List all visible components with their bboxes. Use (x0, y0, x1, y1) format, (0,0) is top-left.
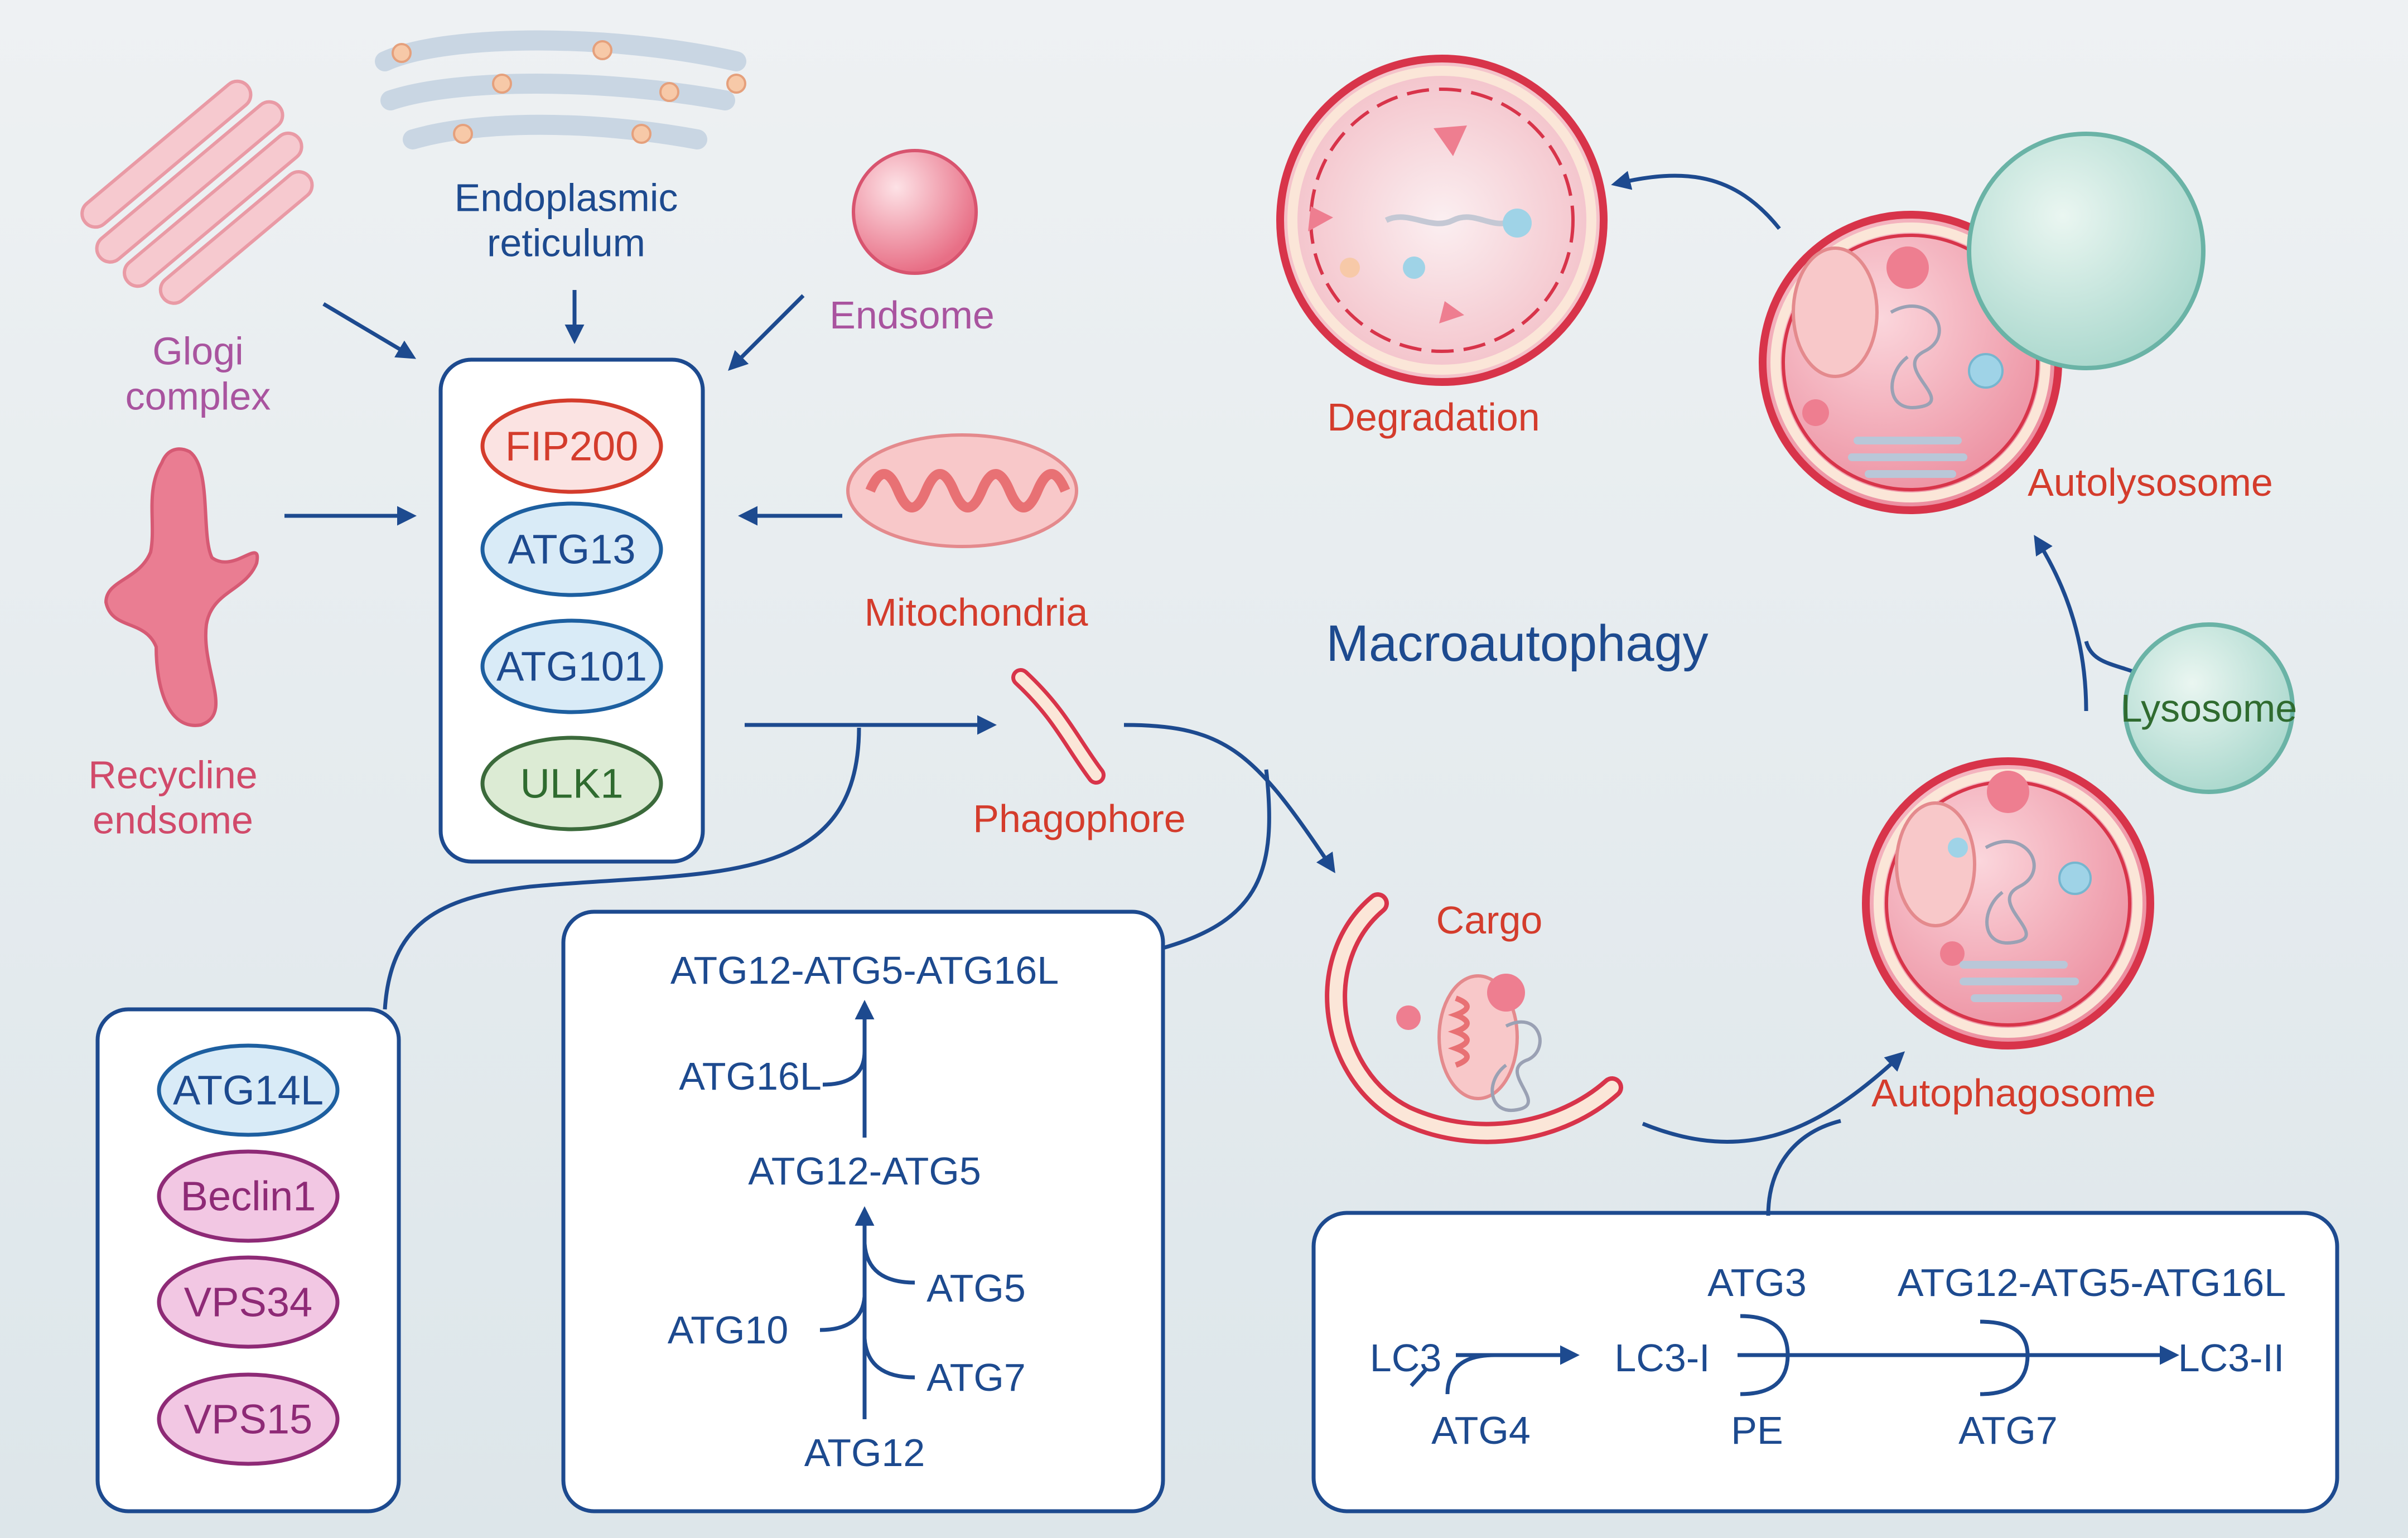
pe-label: PE (1731, 1408, 1783, 1452)
phagophore-label: Phagophore (973, 796, 1186, 840)
atg13-label: ATG13 (508, 526, 636, 573)
autolysosome-label: Autolysosome (2028, 460, 2273, 504)
degradation-label: Degradation (1327, 395, 1540, 439)
atg101-pill (480, 618, 663, 714)
endosome-icon (852, 149, 978, 275)
er-label: Endoplasmic reticulum (454, 176, 678, 265)
lc3-label: LC3 (1369, 1336, 1442, 1380)
conj-atg5-label: ATG5 (926, 1266, 1026, 1310)
recycling-endosome-label: Recycline endsome (88, 753, 258, 842)
golgi-icon (80, 79, 314, 305)
vps34-pill (157, 1255, 340, 1349)
lc3-atg7-label: ATG7 (1958, 1408, 2058, 1452)
ulk1-label: ULK1 (520, 760, 624, 807)
fip200-pill (480, 398, 663, 494)
fip200-label: FIP200 (505, 423, 639, 470)
lc3-complex-label: ATG12-ATG5-ATG16L (1897, 1260, 2286, 1304)
conj-mid-label: ATG12-ATG5 (748, 1149, 981, 1193)
autophagosome-icon (1862, 757, 2154, 1049)
conj-atg10-label: ATG10 (667, 1308, 789, 1352)
vps34-label: VPS34 (184, 1279, 313, 1326)
atg14l-label: ATG14L (172, 1067, 324, 1114)
conj-atg16l-label: ATG16L (679, 1054, 822, 1098)
conj-top-label: ATG12-ATG5-ATG16L (670, 948, 1059, 992)
diagram-title: Macroautophagy (1326, 615, 1709, 673)
ulk1-pill (480, 736, 663, 831)
endosome-label: Endsome (829, 293, 995, 337)
atg3-label: ATG3 (1707, 1260, 1807, 1304)
lc3-ii-label: LC3-II (2178, 1336, 2285, 1380)
atg4-label: ATG4 (1431, 1408, 1531, 1452)
conj-atg7-label: ATG7 (926, 1355, 1026, 1399)
cargo-icon (1325, 892, 1623, 1144)
autophagosome-label: Autophagosome (1871, 1071, 2156, 1115)
mitochondria-label: Mitochondria (864, 590, 1088, 634)
lc3-i-label: LC3-I (1614, 1336, 1710, 1380)
conj-bottom-label: ATG12 (804, 1430, 925, 1474)
vps15-pill (157, 1372, 340, 1466)
beclin1-label: Beclin1 (180, 1173, 316, 1220)
atg101-label: ATG101 (496, 643, 648, 690)
lysosome-icon (2123, 622, 2295, 794)
autolysosome-icon (1759, 132, 2206, 514)
lysosome-label: Lysosome (2120, 686, 2298, 730)
atg13-pill (480, 501, 663, 597)
vps15-label: VPS15 (184, 1396, 313, 1443)
beclin1-pill (157, 1149, 340, 1243)
ulk-complex-box (438, 357, 705, 864)
golgi-label: Glogi complex (125, 329, 271, 418)
cargo-label: Cargo (1436, 898, 1543, 942)
degradation-icon (1276, 55, 1608, 386)
lc3-box (1311, 1211, 2339, 1513)
atg14l-pill (157, 1043, 340, 1137)
er-icon (375, 30, 746, 149)
mitochondria-icon (846, 433, 1078, 548)
recycling-endosome-icon (104, 447, 259, 727)
